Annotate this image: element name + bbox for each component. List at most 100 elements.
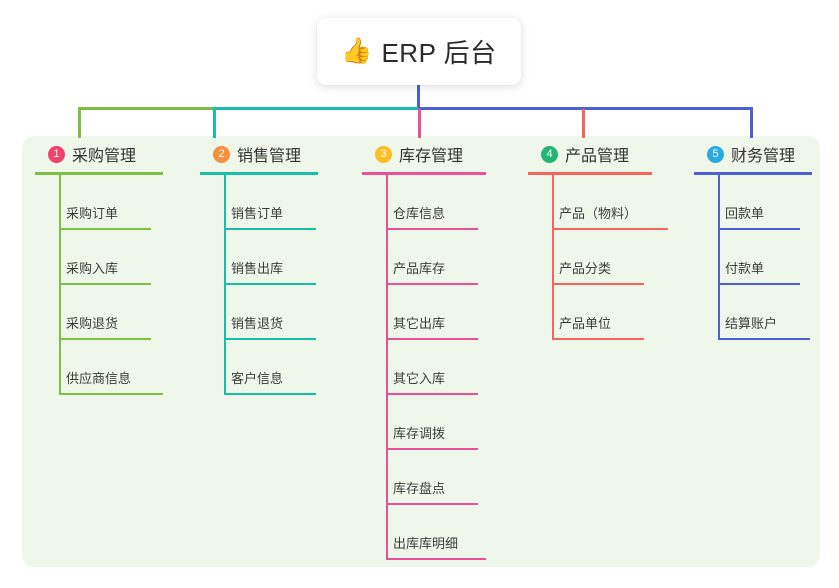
leaf-item-underline (386, 338, 478, 340)
thumbs-up-emoji: 👍 (341, 37, 373, 65)
leaf-list-inventory: 仓库信息产品库存其它出库其它入库库存调拨库存盘点出库库明细 (362, 175, 528, 560)
leaf-item[interactable]: 产品单位 (528, 285, 694, 340)
leaf-item-underline (718, 283, 800, 285)
leaf-item-underline (224, 283, 316, 285)
branch-title-sales: 销售管理 (237, 148, 302, 165)
leaf-item-label: 产品（物料） (559, 206, 638, 221)
leaf-item-underline (718, 338, 810, 340)
leaf-item[interactable]: 其它出库 (362, 285, 528, 340)
leaf-item[interactable]: 客户信息 (200, 340, 360, 395)
leaf-spine-product (552, 175, 554, 340)
leaf-item-underline (386, 228, 478, 230)
branch-underline-inventory (362, 172, 486, 175)
leaf-item[interactable]: 销售订单 (200, 175, 360, 230)
branch-underline-product (528, 172, 652, 175)
leaf-item[interactable]: 采购入库 (35, 230, 197, 285)
branch-underline-finance (694, 172, 812, 175)
leaf-item[interactable]: 库存调拨 (362, 395, 528, 450)
stub-inventory (418, 109, 421, 138)
leaf-spine-sales (224, 175, 226, 395)
root-title: ERP 后台 (381, 38, 497, 68)
leaf-item-underline (386, 393, 478, 395)
leaf-item-underline (59, 228, 151, 230)
leaf-item-label: 付款单 (725, 261, 765, 276)
leaf-item-label: 产品单位 (559, 316, 612, 331)
leaf-item[interactable]: 其它入库 (362, 340, 528, 395)
leaf-item-label: 结算账户 (725, 316, 778, 331)
leaf-item[interactable]: 产品分类 (528, 230, 694, 285)
leaf-item-label: 其它出库 (393, 316, 446, 331)
leaf-list-procurement: 采购订单采购入库采购退货供应商信息 (35, 175, 197, 395)
branch-column-product: 4 产品管理产品（物料） 产品分类产品单位 (528, 136, 694, 340)
segment-green (78, 107, 213, 110)
leaf-item-label: 产品库存 (393, 261, 446, 276)
leaf-item-label: 采购订单 (66, 206, 119, 221)
leaf-item-underline (386, 283, 478, 285)
leaf-item-underline (552, 283, 644, 285)
leaf-item-underline (59, 393, 163, 395)
leaf-item[interactable]: 产品库存 (362, 230, 528, 285)
leaf-item-label: 采购入库 (66, 261, 119, 276)
stub-finance (750, 109, 753, 138)
branch-header-procurement[interactable]: 1 采购管理 (35, 136, 197, 172)
leaf-item[interactable]: 付款单 (694, 230, 814, 285)
leaf-item[interactable]: 采购订单 (35, 175, 197, 230)
branch-title-inventory: 库存管理 (399, 148, 464, 165)
segment-teal (213, 107, 418, 110)
branch-badge-inventory: 3 (375, 145, 392, 163)
leaf-item-underline (386, 448, 478, 450)
branch-badge-procurement: 1 (48, 145, 65, 163)
leaf-spine-inventory (386, 175, 388, 560)
leaf-item[interactable]: 产品（物料） (528, 175, 694, 230)
leaf-item-underline (552, 338, 644, 340)
leaf-item-label: 库存调拨 (393, 426, 446, 441)
root-trunk-connector (417, 80, 420, 109)
leaf-item[interactable]: 库存盘点 (362, 450, 528, 505)
branch-underline-sales (200, 172, 318, 175)
leaf-item-underline (59, 338, 151, 340)
leaf-list-finance: 回款单付款单结算账户 (694, 175, 814, 340)
branch-header-product[interactable]: 4 产品管理 (528, 136, 694, 172)
leaf-spine-procurement (59, 175, 61, 395)
leaf-list-product: 产品（物料） 产品分类产品单位 (528, 175, 694, 340)
branch-badge-product: 4 (541, 145, 558, 163)
leaf-spine-finance (718, 175, 720, 340)
leaf-item-underline (59, 283, 151, 285)
leaf-item-label: 产品分类 (559, 261, 612, 276)
leaf-item-label: 采购退货 (66, 316, 119, 331)
branches-panel (22, 136, 820, 567)
leaf-item[interactable]: 销售退货 (200, 285, 360, 340)
root-node[interactable]: 👍 ERP 后台 (317, 18, 521, 85)
branch-column-procurement: 1 采购管理采购订单采购入库采购退货供应商信息 (35, 136, 197, 395)
leaf-item-underline (224, 338, 316, 340)
leaf-item-label: 销售退货 (231, 316, 284, 331)
leaf-item-label: 其它入库 (393, 371, 446, 386)
leaf-item-underline (386, 503, 478, 505)
branch-underline-procurement (35, 172, 163, 175)
leaf-item[interactable]: 采购退货 (35, 285, 197, 340)
leaf-item[interactable]: 销售出库 (200, 230, 360, 285)
branch-column-inventory: 3 库存管理仓库信息产品库存其它出库其它入库库存调拨库存盘点出库库明细 (362, 136, 528, 560)
leaf-item-label: 出库库明细 (393, 536, 459, 551)
leaf-item[interactable]: 供应商信息 (35, 340, 197, 395)
branch-title-procurement: 采购管理 (72, 148, 137, 165)
leaf-item-underline (224, 393, 316, 395)
branch-badge-finance: 5 (707, 145, 724, 163)
branch-header-inventory[interactable]: 3 库存管理 (362, 136, 528, 172)
leaf-item[interactable]: 结算账户 (694, 285, 814, 340)
stub-product (582, 109, 585, 138)
leaf-item[interactable]: 出库库明细 (362, 505, 528, 560)
leaf-item-underline (386, 558, 486, 560)
branch-title-product: 产品管理 (565, 148, 630, 165)
leaf-item-label: 供应商信息 (66, 371, 132, 386)
stub-sales (213, 109, 216, 138)
leaf-item[interactable]: 回款单 (694, 175, 814, 230)
leaf-item[interactable]: 仓库信息 (362, 175, 528, 230)
stub-procurement (78, 109, 81, 138)
segment-blue (418, 107, 753, 110)
